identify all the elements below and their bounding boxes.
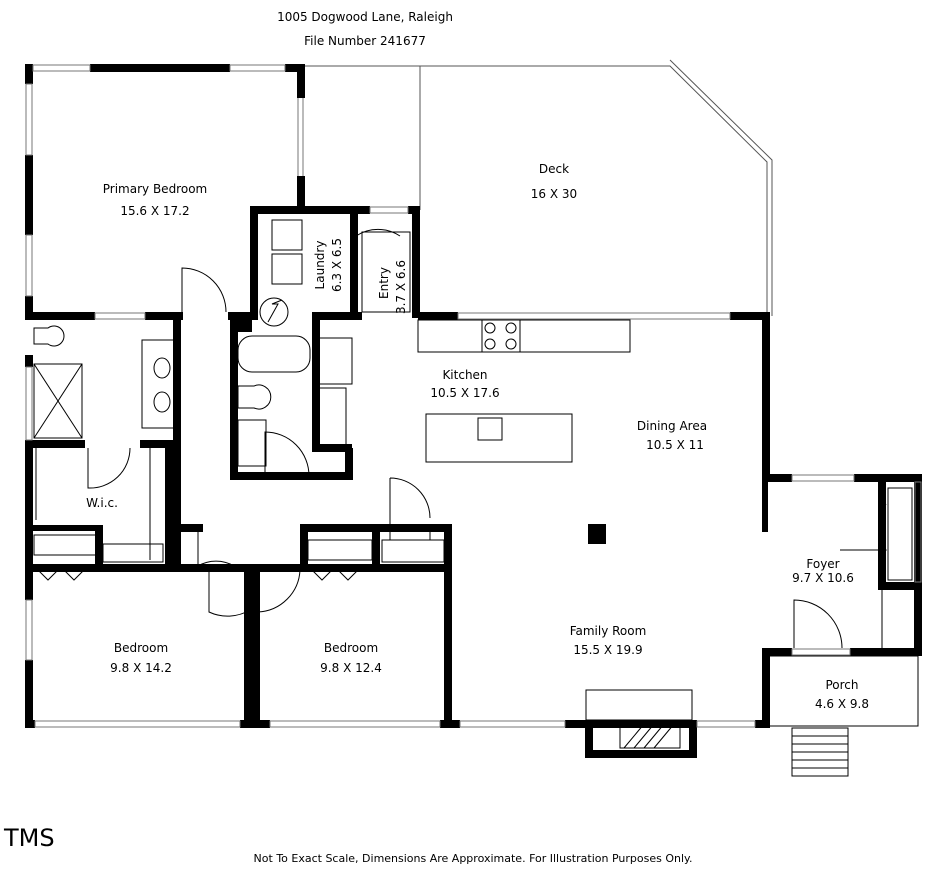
kitchen-name: Kitchen xyxy=(442,368,488,382)
dining-dims: 10.5 X 11 xyxy=(646,438,704,452)
laundry-name: Laundry xyxy=(313,240,327,290)
disclaimer-text: Not To Exact Scale, Dimensions Are Appro… xyxy=(253,852,693,865)
file-number-text: File Number 241677 xyxy=(304,34,426,48)
foyer-dims: 9.7 X 10.6 xyxy=(792,571,854,585)
bedroom-1-name: Bedroom xyxy=(113,641,169,655)
entry-name: Entry xyxy=(377,267,391,299)
laundry-dims: 6.3 X 6.5 xyxy=(330,237,344,293)
foyer-name: Foyer xyxy=(806,557,840,571)
primary-bedroom-dims: 15.6 X 17.2 xyxy=(120,204,190,218)
walls xyxy=(25,64,922,758)
deck-name: Deck xyxy=(538,162,570,176)
column-marker xyxy=(588,524,606,544)
deck-outline xyxy=(302,59,773,316)
windows xyxy=(25,64,922,728)
bedroom-1-dims: 9.8 X 14.2 xyxy=(110,661,172,675)
bedroom-2-name: Bedroom xyxy=(323,641,379,655)
door-swings xyxy=(87,228,887,649)
porch-name: Porch xyxy=(825,678,859,692)
kitchen-dims: 10.5 X 17.6 xyxy=(430,386,500,400)
address-text: 1005 Dogwood Lane, Raleigh xyxy=(277,10,453,24)
deck-dims: 16 X 30 xyxy=(530,187,578,201)
entry-dims: 3.7 X 6.6 xyxy=(394,259,408,315)
family-room-dims: 15.5 X 19.9 xyxy=(573,643,643,657)
wic-name: W.i.c. xyxy=(86,496,118,510)
fixtures xyxy=(33,219,919,777)
bedroom-2-dims: 9.8 X 12.4 xyxy=(320,661,382,675)
primary-bedroom-name: Primary Bedroom xyxy=(102,182,208,196)
family-room-name: Family Room xyxy=(569,624,647,638)
tms-logo: TMS xyxy=(4,824,55,852)
dining-name: Dining Area xyxy=(636,419,708,433)
porch-dims: 4.6 X 9.8 xyxy=(814,697,870,711)
